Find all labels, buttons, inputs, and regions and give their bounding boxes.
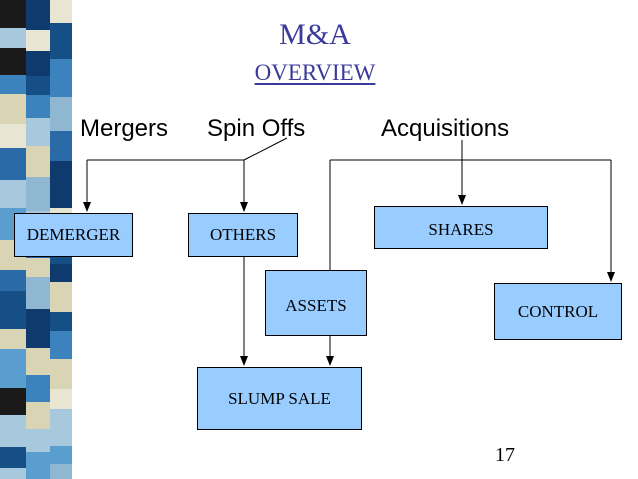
strip-tile [26, 95, 50, 118]
strip-tile [26, 402, 50, 429]
slide-title: M&A [279, 18, 351, 51]
strip-tile [0, 28, 26, 48]
strip-tile [50, 23, 72, 59]
strip-tile [50, 0, 72, 23]
strip-tile [0, 329, 26, 349]
strip-tile [26, 51, 50, 76]
strip-tile [26, 30, 50, 51]
strip-tile [0, 270, 26, 291]
strip-tile [26, 429, 50, 452]
strip-tile [0, 48, 26, 75]
strip-tile [26, 146, 50, 177]
page-number: 17 [495, 444, 515, 466]
strip-tile [0, 124, 26, 148]
strip-tile [26, 177, 50, 211]
strip-tile [26, 375, 50, 402]
strip-tile [50, 446, 72, 464]
strip-tile [26, 258, 50, 277]
strip-tile [50, 186, 72, 208]
strip-tile [0, 94, 26, 124]
strip-tile [26, 277, 50, 309]
node-others: OTHERS [188, 213, 298, 257]
strip-tile [0, 468, 26, 479]
strip-tile [0, 0, 26, 28]
strip-tile [26, 348, 50, 375]
strip-tile [50, 264, 72, 282]
strip-tile [50, 409, 72, 446]
strip-tile [0, 349, 26, 388]
connector-spinoffs-diagonal [243, 137, 288, 161]
strip-tile [26, 118, 50, 146]
node-assets: ASSETS [265, 270, 367, 336]
strip-tile [26, 452, 50, 479]
strip-tile [0, 388, 26, 415]
strip-tile [50, 464, 72, 479]
heading-spin-offs: Spin Offs [207, 115, 306, 142]
strip-tile [50, 389, 72, 409]
strip-tile [50, 59, 72, 97]
strip-tile [26, 0, 50, 30]
strip-tile [0, 148, 26, 180]
slide-subtitle: OVERVIEW [254, 60, 376, 85]
strip-tile [0, 415, 26, 447]
heading-acquisitions: Acquisitions [381, 115, 510, 142]
strip-tile [50, 359, 72, 389]
strip-tile [0, 75, 26, 94]
node-control: CONTROL [494, 283, 622, 340]
node-shares: SHARES [374, 206, 548, 249]
heading-mergers: Mergers [80, 115, 169, 142]
strip-tile [0, 180, 26, 208]
strip-tile [50, 97, 72, 131]
node-slump-sale: SLUMP SALE [197, 367, 362, 430]
strip-tile [50, 161, 72, 186]
strip-tile [50, 131, 72, 161]
strip-tile [26, 76, 50, 95]
strip-tile [50, 282, 72, 312]
strip-tile [26, 309, 50, 348]
strip-tile [50, 331, 72, 359]
strip-tile [0, 291, 26, 329]
node-demerger: DEMERGER [14, 213, 133, 257]
strip-tile [50, 312, 72, 331]
strip-tile [0, 447, 26, 468]
